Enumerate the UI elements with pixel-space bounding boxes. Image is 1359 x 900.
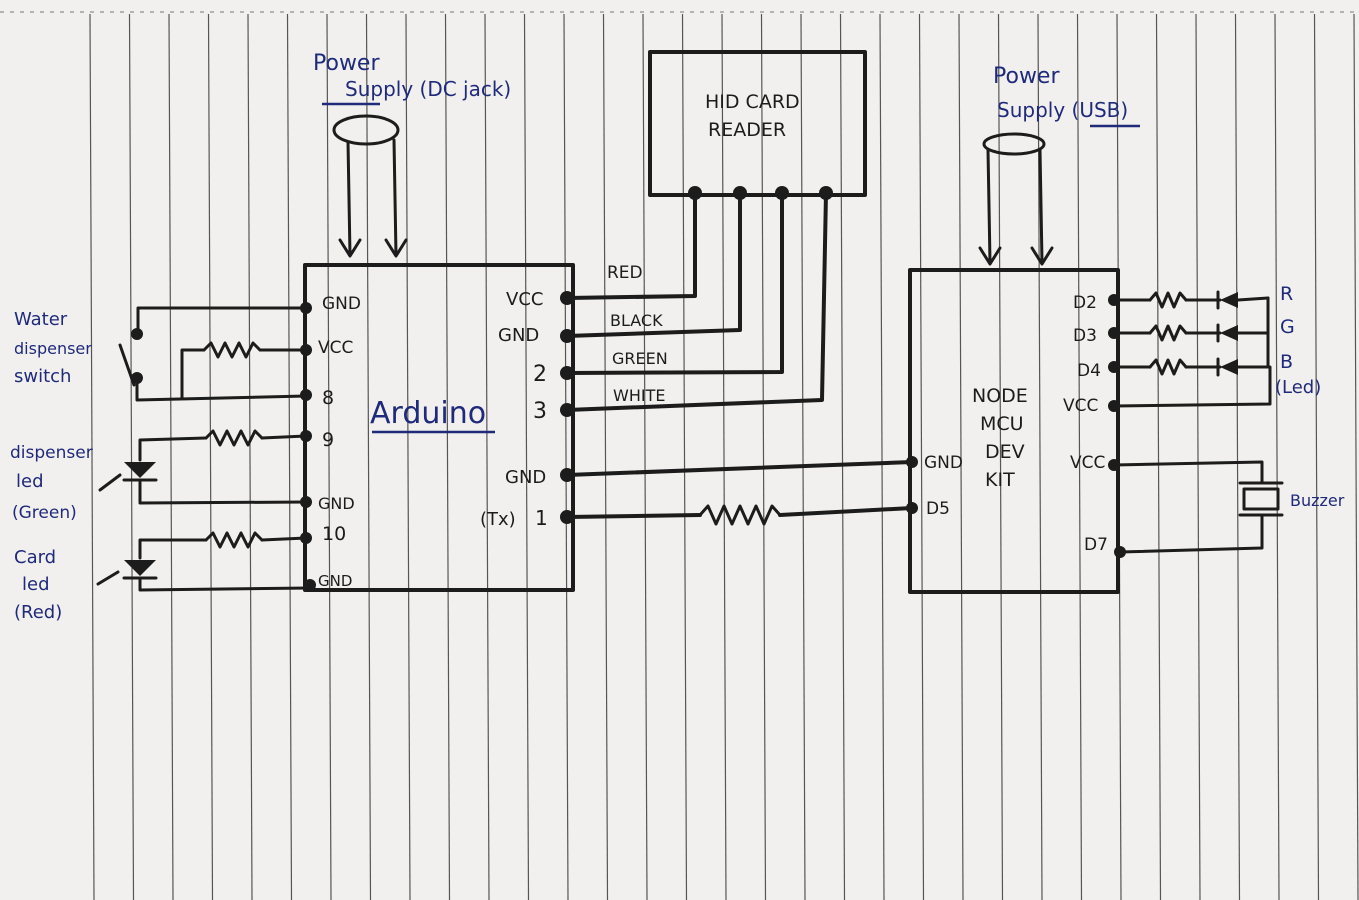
- arduino-pin-10: 10: [322, 523, 346, 545]
- rule-line: [879, 13, 885, 900]
- rule-line: [602, 13, 609, 900]
- nodemcu-pin-d7: D7: [1084, 535, 1108, 555]
- rule-line: [958, 13, 964, 900]
- nodemcu-pin-vcc-2: VCC: [1070, 453, 1105, 473]
- rule-line: [1274, 13, 1280, 900]
- rule-line: [800, 13, 806, 900]
- rule-line: [484, 13, 490, 900]
- nodemcu-pin-d3: D3: [1073, 326, 1097, 346]
- rule-line: [405, 13, 411, 900]
- nodemcu-pin-d5: D5: [926, 499, 950, 519]
- rule-line: [286, 13, 293, 900]
- nodemcu-pin-d2: D2: [1073, 293, 1097, 313]
- rule-line: [247, 13, 253, 900]
- nodemcu-label-line4: KIT: [985, 469, 1015, 491]
- arduino-pin-vcc: VCC: [318, 338, 353, 358]
- rule-line: [760, 13, 767, 900]
- green-led-line3: (Green): [12, 503, 77, 523]
- arduino-pin-1: 1: [535, 506, 548, 530]
- power-supply-dc: Power Supply (DC jack): [313, 51, 511, 258]
- hid-label-line2: READER: [708, 119, 786, 141]
- switch-label-line2: dispenser: [14, 339, 92, 358]
- rule-line: [721, 13, 727, 900]
- arduino-pin-gnd-1: GND: [322, 294, 361, 314]
- nodemcu-pin-d4: D4: [1077, 361, 1101, 381]
- arduino-pin-gnd-right-1: GND: [498, 325, 539, 346]
- red-led-line2: led: [22, 574, 50, 595]
- rule-line: [168, 13, 174, 900]
- card-led-red: Card led (Red): [14, 531, 312, 623]
- rule-line: [523, 13, 530, 900]
- switch-label-line1: Water: [14, 309, 68, 330]
- hid-label-line1: HID CARD: [705, 91, 800, 113]
- arduino-pin-gnd-right-2: GND: [505, 467, 546, 488]
- arduino-pin-gnd-3: GND: [318, 572, 352, 590]
- arduino-pin-2: 2: [533, 362, 547, 387]
- rule-line: [365, 13, 372, 900]
- arduino-nodemcu-wires: [565, 460, 914, 526]
- rule-line: [128, 13, 135, 900]
- switch-label-line3: switch: [14, 366, 71, 387]
- rule-line: [1353, 13, 1359, 900]
- rule-line: [997, 13, 1004, 900]
- arduino-label: Arduino: [370, 396, 486, 431]
- rule-line: [207, 13, 214, 900]
- wire-label-green: GREEN: [612, 349, 668, 368]
- rule-line: [89, 13, 95, 900]
- wire-label-black: BLACK: [610, 311, 663, 330]
- rule-line: [1076, 13, 1083, 900]
- rgb-label-r: R: [1280, 283, 1293, 305]
- rule-line: [1234, 13, 1241, 900]
- power-supply-usb: Power Supply (USB): [978, 64, 1140, 266]
- power-dc-line1: Power: [313, 51, 380, 76]
- dispenser-led-green: dispenser led (Green): [10, 429, 308, 523]
- rgb-label-led: (Led): [1275, 377, 1321, 398]
- rule-line: [1313, 13, 1320, 900]
- nodemcu-pin-vcc-1: VCC: [1063, 396, 1098, 416]
- rgb-label-b: B: [1280, 351, 1293, 373]
- hid-wires: RED BLACK GREEN WHITE: [565, 191, 828, 412]
- rule-line: [563, 13, 569, 900]
- power-usb-line1: Power: [993, 64, 1060, 89]
- red-led-line3: (Red): [14, 602, 62, 623]
- nodemcu-label-line2: MCU: [980, 413, 1024, 435]
- notebook-rules: [89, 13, 1359, 900]
- green-led-line2: led: [16, 471, 44, 492]
- nodemcu-label-line1: NODE: [972, 385, 1028, 407]
- rgb-label-g: G: [1280, 316, 1295, 338]
- nodemcu-label-line3: DEV: [985, 441, 1025, 463]
- rule-line: [1155, 13, 1162, 900]
- green-led-line1: dispenser: [10, 443, 93, 463]
- arduino-pin-3: 3: [533, 399, 547, 424]
- arduino-pin-vcc-right: VCC: [506, 289, 543, 310]
- rule-line: [918, 13, 925, 900]
- rgb-led: R G B (Led): [1112, 283, 1321, 408]
- arduino-pin-8: 8: [322, 387, 334, 409]
- red-led-line1: Card: [14, 547, 56, 568]
- rule-line: [1195, 13, 1201, 900]
- power-dc-line2: Supply (DC jack): [345, 77, 511, 101]
- arduino-pin-9: 9: [322, 429, 334, 451]
- arduino-pin-gnd-2: GND: [318, 494, 355, 513]
- rule-line: [444, 13, 451, 900]
- wire-label-red: RED: [607, 263, 643, 283]
- rule-line: [326, 13, 332, 900]
- buzzer: Buzzer: [1112, 460, 1345, 554]
- rule-line: [642, 13, 648, 900]
- buzzer-label: Buzzer: [1290, 491, 1345, 510]
- nodemcu-pin-gnd: GND: [924, 453, 963, 473]
- power-usb-line2: Supply (USB): [997, 98, 1128, 122]
- arduino-board: Arduino GND VCC 8 9 GND 10 GND VCC GND 2…: [300, 263, 575, 592]
- rule-line: [1037, 13, 1043, 900]
- arduino-pin-tx: (Tx): [480, 509, 516, 530]
- nodemcu-board: NODE MCU DEV KIT GND D5 D2 D3 D4 VCC VCC…: [906, 268, 1126, 594]
- rule-line: [839, 13, 846, 900]
- rule-line: [681, 13, 688, 900]
- wire-label-white: WHITE: [613, 386, 665, 405]
- water-dispenser-switch: Water dispenser switch: [14, 306, 308, 402]
